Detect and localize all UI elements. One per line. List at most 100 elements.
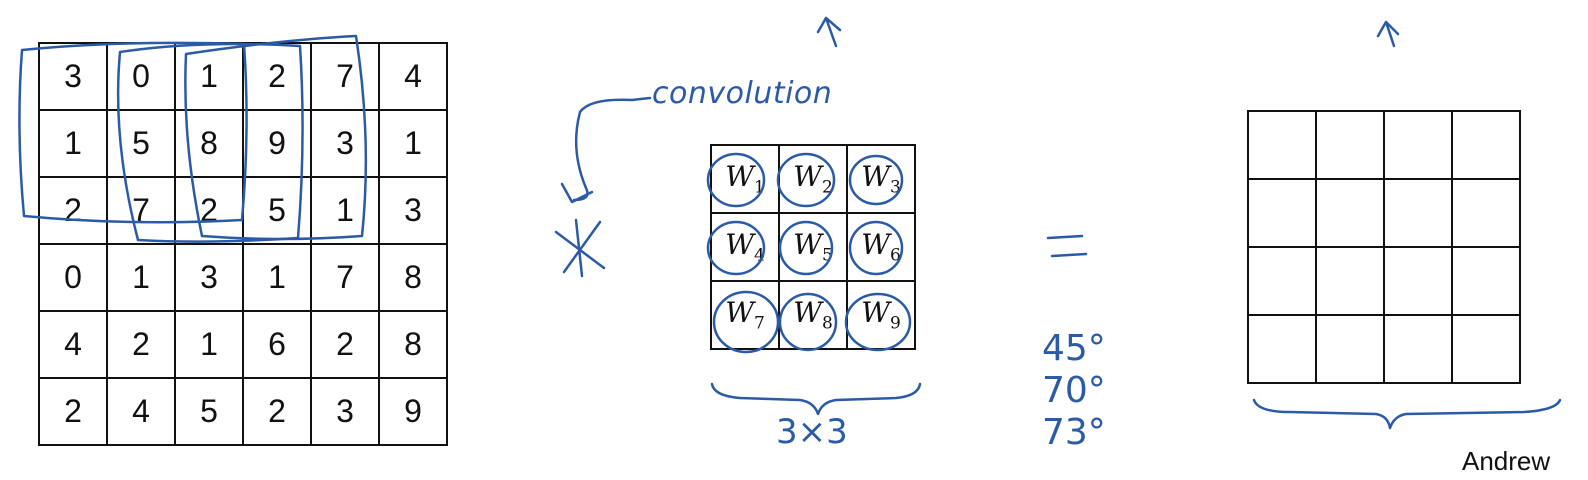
- output-cell: [1315, 314, 1385, 384]
- angle-value: 45°: [1042, 328, 1106, 369]
- asterisk-icon: [554, 218, 606, 278]
- filter-weight-cell: W1: [710, 144, 780, 214]
- convolution-arrow-head: [560, 182, 594, 204]
- input-cell: 2: [38, 377, 108, 446]
- output-row: [1247, 110, 1521, 180]
- convolution-label: convolution: [652, 76, 833, 111]
- input-row: 1 5 8 9 3 1: [38, 109, 448, 178]
- filter-weight: W7: [725, 296, 765, 334]
- input-cell: 2: [174, 176, 244, 245]
- filter-weight: W6: [861, 228, 901, 266]
- input-row: 0 1 3 1 7 8: [38, 243, 448, 312]
- input-cell: 8: [174, 109, 244, 178]
- output-cell: [1383, 246, 1453, 316]
- input-cell: 4: [378, 42, 448, 111]
- input-cell: 6: [242, 310, 312, 379]
- input-cell: 2: [310, 310, 380, 379]
- input-cell: 8: [378, 243, 448, 312]
- convolution-arrow: [572, 96, 652, 202]
- output-cell: [1247, 314, 1317, 384]
- input-row: 2 7 2 5 1 3: [38, 176, 448, 245]
- output-row: [1247, 246, 1521, 316]
- filter-weight-cell: W2: [778, 144, 848, 214]
- output-cell: [1247, 110, 1317, 180]
- output-cell: [1315, 178, 1385, 248]
- input-cell: 3: [310, 377, 380, 446]
- input-cell: 3: [38, 42, 108, 111]
- output-matrix: [1247, 110, 1521, 384]
- up-arrow-icon: [1376, 20, 1400, 48]
- input-cell: 7: [310, 42, 380, 111]
- input-row: 4 2 1 6 2 8: [38, 310, 448, 379]
- input-cell: 1: [242, 243, 312, 312]
- equals-icon: [1046, 234, 1088, 258]
- input-cell: 1: [106, 243, 176, 312]
- up-arrow-icon: [816, 16, 842, 48]
- input-cell: 3: [174, 243, 244, 312]
- input-cell: 2: [38, 176, 108, 245]
- angle-value: 70°: [1042, 370, 1106, 411]
- output-cell: [1451, 178, 1521, 248]
- output-cell: [1451, 110, 1521, 180]
- output-row: [1247, 178, 1521, 248]
- filter-weight: W1: [725, 160, 765, 198]
- output-cell: [1247, 178, 1317, 248]
- filter-weight-cell: W4: [710, 212, 780, 282]
- filter-weight-cell: W5: [778, 212, 848, 282]
- output-brace: [1252, 398, 1562, 430]
- filter-weight: W8: [793, 296, 833, 334]
- filter-weight-cell: W7: [710, 280, 780, 350]
- filter-weight-cell: W9: [846, 280, 916, 350]
- filter-brace: [710, 382, 922, 416]
- input-cell: 1: [174, 42, 244, 111]
- input-row: 3 0 1 2 7 4: [38, 42, 448, 111]
- output-cell: [1383, 178, 1453, 248]
- input-cell: 8: [378, 310, 448, 379]
- output-cell: [1383, 314, 1453, 384]
- input-cell: 3: [310, 109, 380, 178]
- angle-list: 45° 70° 73°: [1042, 328, 1106, 454]
- input-cell: 5: [174, 377, 244, 446]
- input-cell: 1: [38, 109, 108, 178]
- input-cell: 9: [378, 377, 448, 446]
- output-cell: [1315, 246, 1385, 316]
- input-cell: 7: [310, 243, 380, 312]
- input-cell: 4: [38, 310, 108, 379]
- input-cell: 4: [106, 377, 176, 446]
- input-cell: 7: [106, 176, 176, 245]
- input-cell: 1: [378, 109, 448, 178]
- input-cell: 2: [242, 42, 312, 111]
- filter-weight: W9: [861, 296, 901, 334]
- filter-weight-cell: W3: [846, 144, 916, 214]
- output-cell: [1383, 110, 1453, 180]
- filter-weight: W4: [725, 228, 765, 266]
- output-row: [1247, 314, 1521, 384]
- angle-value: 73°: [1042, 412, 1106, 453]
- filter-weight: W5: [793, 228, 833, 266]
- input-cell: 2: [242, 377, 312, 446]
- input-matrix: 3 0 1 2 7 4 1 5 8 9 3 1 2 7 2 5 1 3: [38, 42, 448, 446]
- input-cell: 2: [106, 310, 176, 379]
- filter-size-label: 3×3: [776, 412, 848, 452]
- input-row: 2 4 5 2 3 9: [38, 377, 448, 446]
- output-cell: [1247, 246, 1317, 316]
- author-watermark: Andrew: [1462, 446, 1551, 476]
- input-cell: 1: [310, 176, 380, 245]
- output-cell: [1451, 314, 1521, 384]
- input-cell: 9: [242, 109, 312, 178]
- filter-row: W1 W2 W3: [710, 144, 916, 214]
- input-cell: 5: [106, 109, 176, 178]
- filter-weight-cell: W6: [846, 212, 916, 282]
- filter-weight: W2: [793, 160, 833, 198]
- filter-weight: W3: [861, 160, 901, 198]
- input-cell: 5: [242, 176, 312, 245]
- input-cell: 1: [174, 310, 244, 379]
- input-cell: 3: [378, 176, 448, 245]
- output-cell: [1451, 246, 1521, 316]
- filter-row: W4 W5 W6: [710, 212, 916, 282]
- input-cell: 0: [38, 243, 108, 312]
- filter-row: W7 W8 W9: [710, 280, 916, 350]
- filter-weight-cell: W8: [778, 280, 848, 350]
- input-cell: 0: [106, 42, 176, 111]
